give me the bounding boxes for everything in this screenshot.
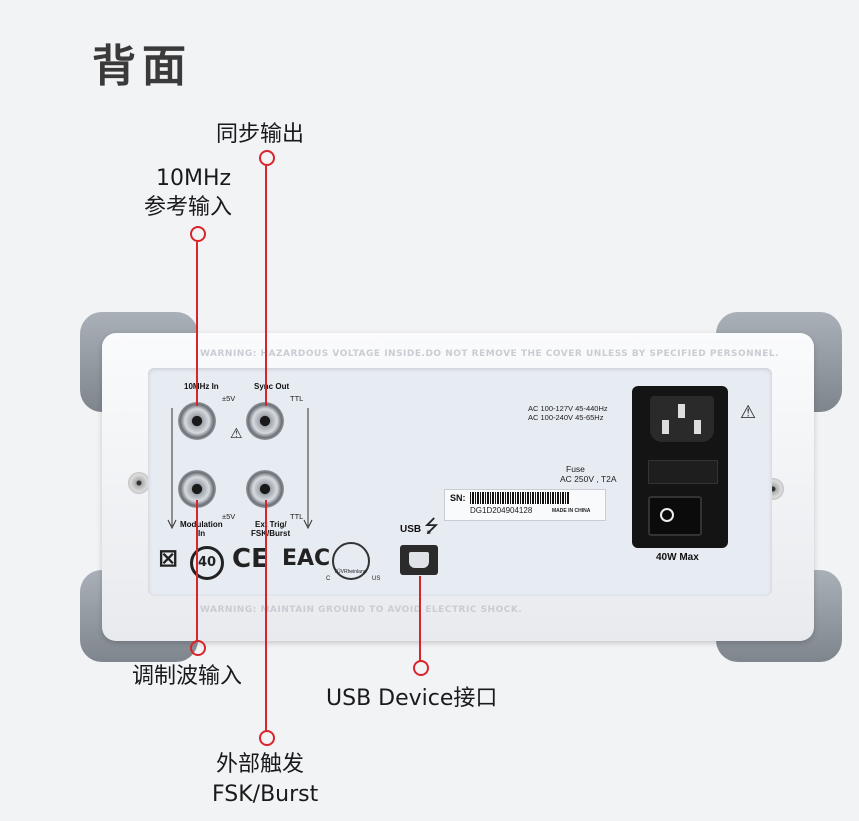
tuv-c-label: C [326, 576, 331, 582]
label-10mhz-in: 10MHz In [184, 382, 219, 391]
label-sync-out: Sync Out [254, 382, 290, 391]
power-switch[interactable] [648, 496, 702, 536]
callout-ref-in-line2: 参考输入 [144, 195, 233, 220]
tuv-label: TÜVRheinland [334, 569, 367, 575]
label-mod-line1: Modulation [180, 520, 223, 529]
label-10mhz-voltage: ±5V [222, 394, 236, 403]
warning-bottom: WARNING: MAINTAIN GROUND TO AVOID ELECTR… [200, 605, 523, 615]
epup-40-label: 40 [197, 555, 217, 570]
usb-pointer-ring [413, 660, 429, 676]
callout-ref-in-line1: 10MHz [156, 166, 232, 191]
bnc-10mhz-in[interactable] [178, 402, 216, 440]
callout-ext-trig-line1: 外部触发 [216, 752, 305, 777]
serial-prefix: SN: [450, 493, 466, 503]
bnc-sync-out[interactable] [246, 402, 284, 440]
port-bracket-lines [167, 408, 313, 530]
label-ext-line1: Ext Trig/ [255, 520, 287, 529]
page-title: 背面 [92, 41, 192, 92]
screw-left [128, 472, 150, 494]
usb-label: USB [400, 524, 422, 535]
power-rating: 40W Max [656, 552, 699, 563]
sync-out-pointer-line [265, 166, 267, 406]
label-ext-ttl: TTL [290, 512, 304, 521]
ext-trig-pointer-ring [259, 730, 275, 746]
callout-ext-trig-line2: FSK/Burst [212, 782, 319, 807]
callout-usb-device: USB Device接口 [326, 686, 498, 711]
warning-top: WARNING: HAZARDOUS VOLTAGE INSIDE.DO NOT… [200, 349, 780, 359]
ac-rating-2: AC 100-240V 45-65Hz [528, 413, 604, 422]
fuse-holder [648, 460, 718, 484]
usb-device-port[interactable] [400, 545, 438, 575]
sync-out-pointer-ring [259, 150, 275, 166]
mod-in-pointer-ring [190, 640, 206, 656]
mod-in-pointer-line [196, 500, 198, 642]
eac-mark-icon: EAC [282, 546, 331, 571]
label-sync-ttl: TTL [290, 394, 304, 403]
callout-sync-out: 同步输出 [216, 122, 305, 147]
power-socket[interactable] [650, 396, 714, 442]
serial-barcode [470, 492, 570, 504]
epup-40-icon: 40 [190, 546, 224, 580]
label-ext-line2: FSK/Burst [251, 529, 291, 538]
ref-in-pointer-ring [190, 226, 206, 242]
label-mod-voltage: ±5V [222, 512, 236, 521]
high-voltage-warning-icon: ⚠ [740, 402, 757, 423]
fuse-title: Fuse [566, 464, 585, 474]
ce-mark-icon: CE [232, 544, 269, 574]
caution-triangle-icon: ⚠ [230, 426, 243, 442]
serial-number: DG1D204904128 [470, 506, 533, 515]
callout-mod-in: 调制波输入 [132, 664, 243, 689]
label-mod-line2: In [198, 529, 206, 538]
tuv-us-label: US [372, 576, 381, 582]
ext-trig-pointer-line [265, 500, 267, 732]
usb-icon: ⭍ [424, 516, 439, 537]
made-in-china: MADE IN CHINA [552, 508, 591, 514]
ac-rating-1: AC 100-127V 45-440Hz [528, 404, 608, 413]
ref-in-pointer-line [196, 242, 198, 406]
usb-pointer-line [419, 576, 421, 662]
weee-icon: ⊠ [158, 544, 179, 572]
fuse-rating: AC 250V , T2A [560, 474, 617, 484]
tuv-icon [332, 542, 370, 580]
